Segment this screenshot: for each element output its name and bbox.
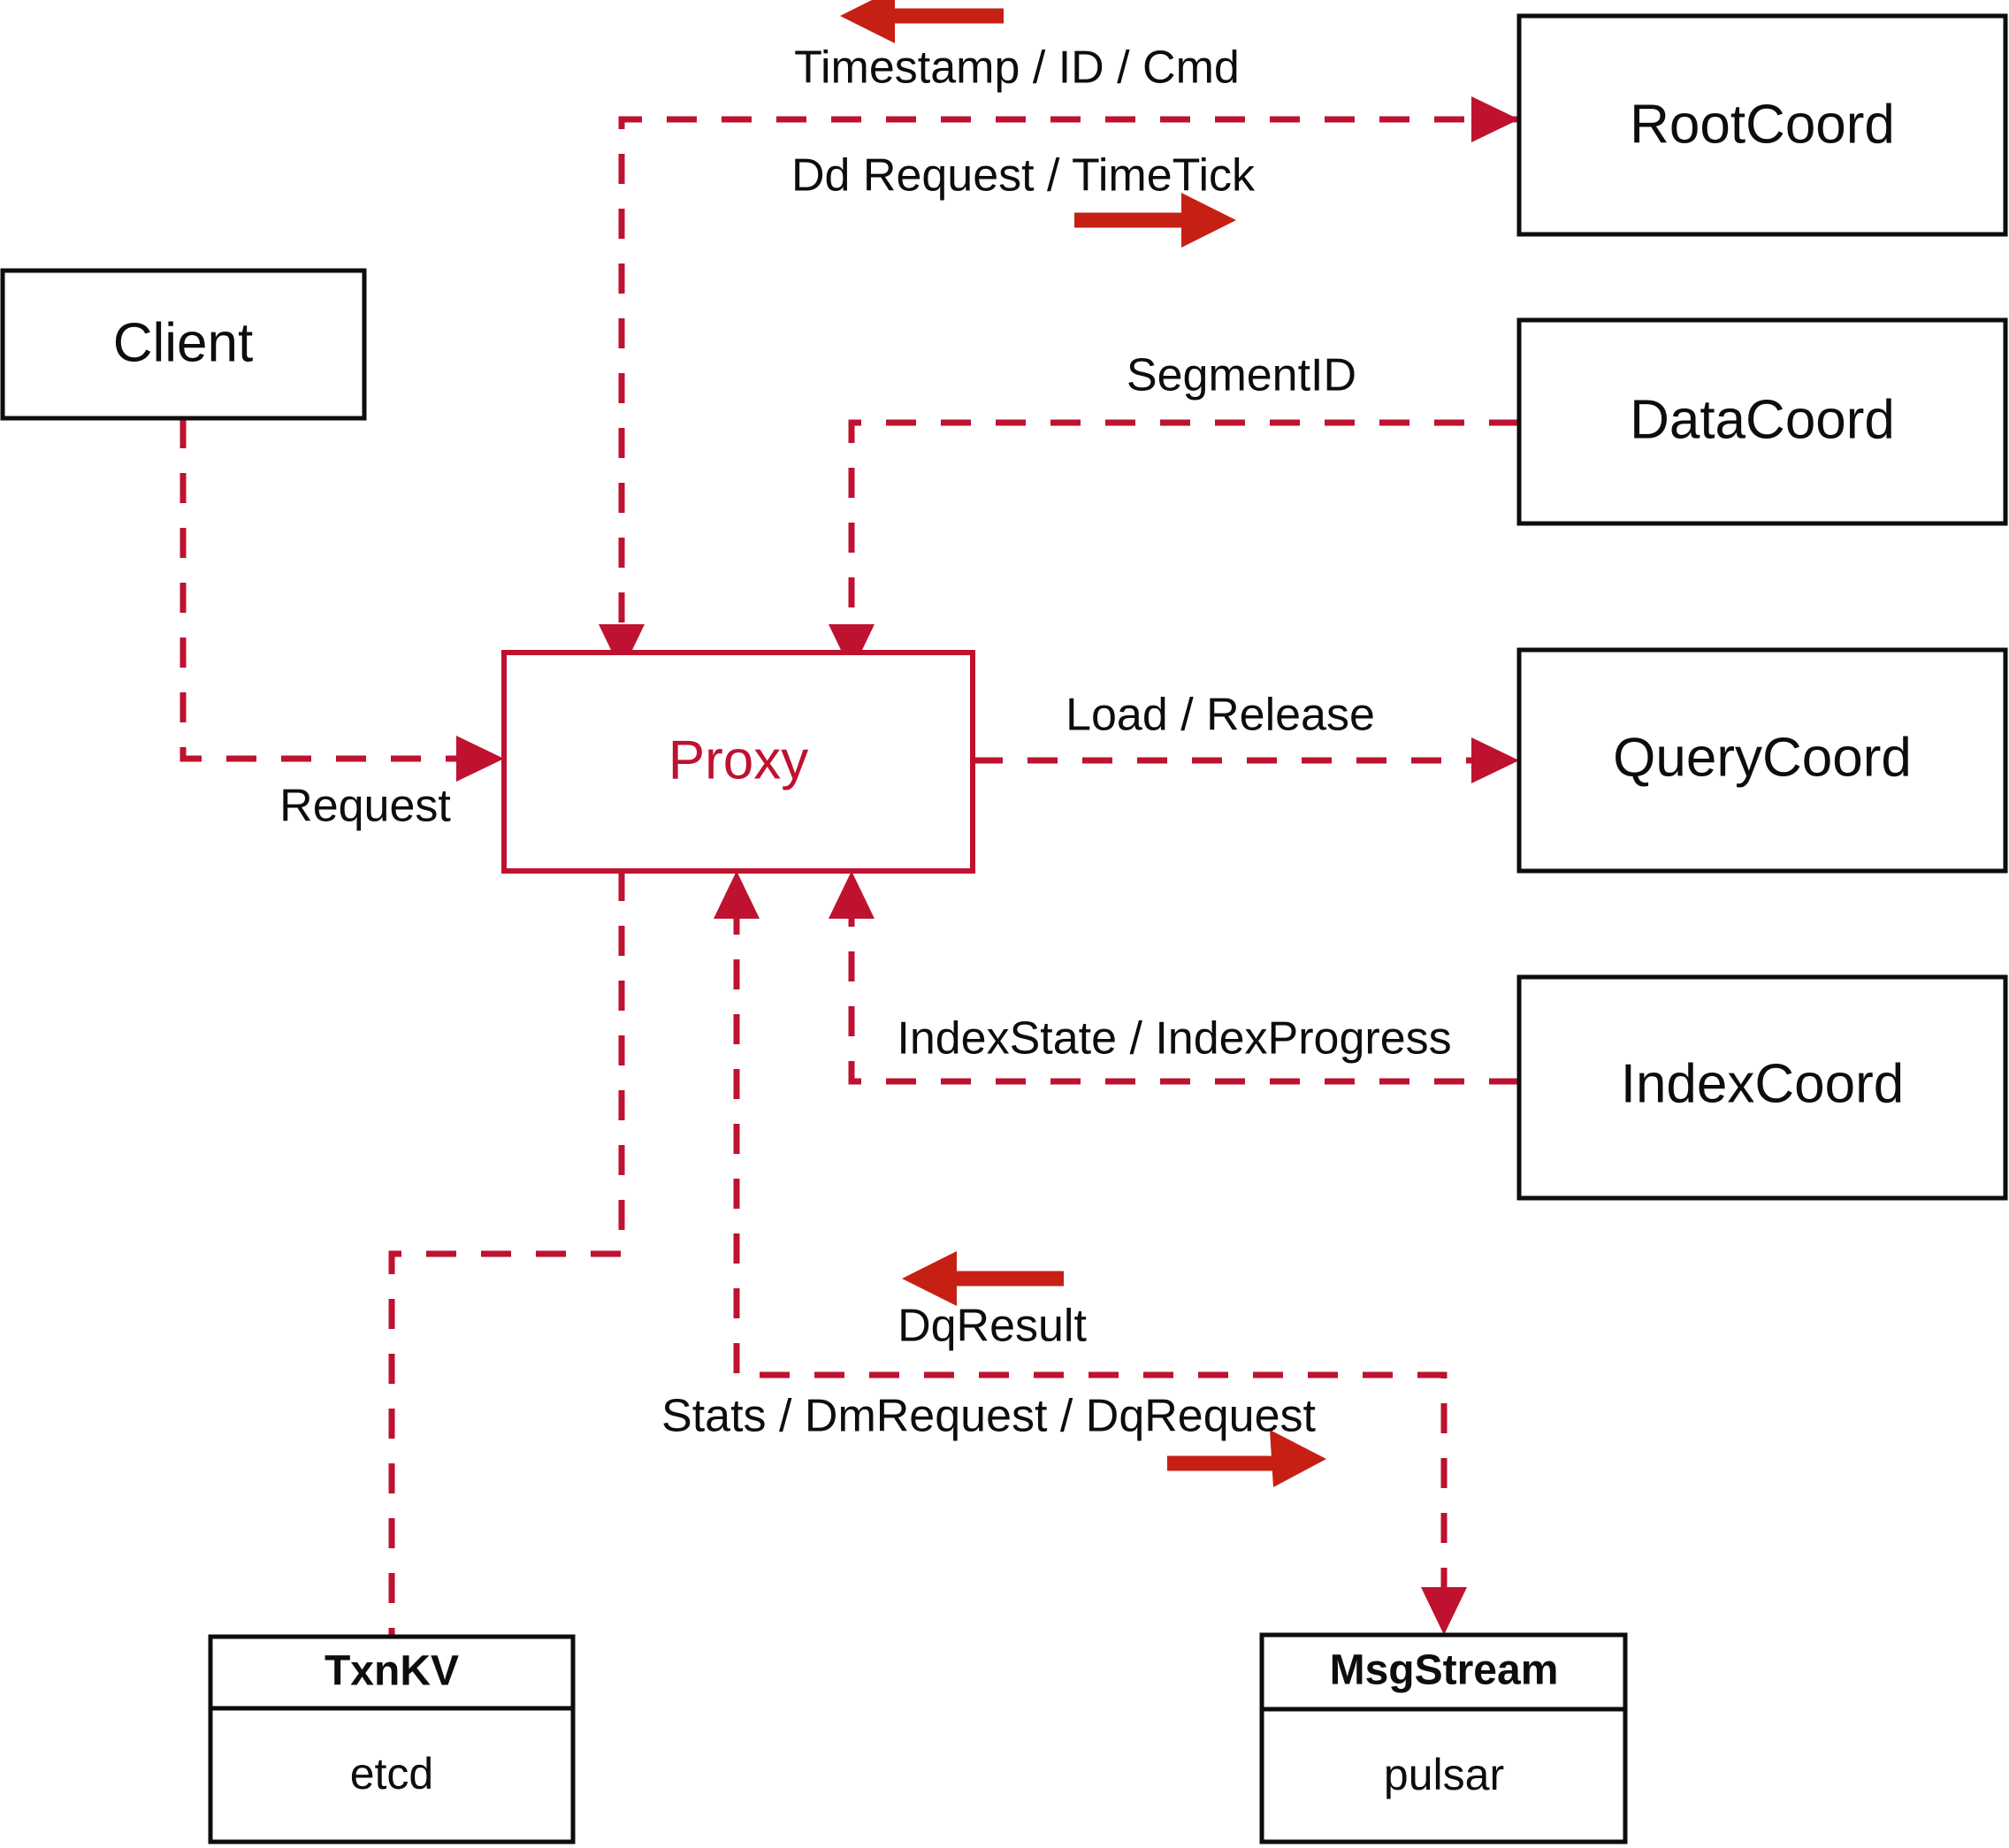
node-querycoord-label: QueryCoord bbox=[1613, 727, 1912, 788]
flow-head-client-to-proxy bbox=[456, 736, 504, 782]
edge-label-dd-request-timetick: Dd Request / TimeTick bbox=[791, 150, 1256, 202]
node-msgstream-body: pulsar bbox=[1384, 1750, 1504, 1799]
flow-head-proxy-to-querycoord bbox=[1471, 737, 1519, 783]
node-indexcoord-label: IndexCoord bbox=[1621, 1053, 1905, 1114]
direction-arrow-dqresult-left bbox=[902, 1251, 1064, 1306]
flow-head-msgstream-to-proxy bbox=[714, 871, 760, 919]
node-txnkv-body: etcd bbox=[350, 1749, 434, 1798]
node-querycoord[interactable]: QueryCoord bbox=[1516, 647, 2008, 874]
direction-arrow-timestamp-left bbox=[840, 0, 1004, 43]
flow-indexcoord-to-proxy bbox=[848, 905, 1519, 1085]
edge-label-stats-dm-dq-request: Stats / DmRequest / DqRequest bbox=[661, 1391, 1316, 1442]
node-indexcoord[interactable]: IndexCoord bbox=[1516, 974, 2008, 1201]
flow-proxy-to-txnkv bbox=[388, 871, 625, 1637]
node-msgstream-header: MsgStream bbox=[1330, 1647, 1559, 1694]
flow-head-proxy-to-rootcoord bbox=[1471, 96, 1519, 142]
direction-arrow-ddrequest-right bbox=[1074, 193, 1236, 248]
flow-head-datacoord-to-proxy bbox=[829, 624, 875, 672]
flow-rootcoord-to-proxy bbox=[618, 116, 1519, 638]
node-datacoord[interactable]: DataCoord bbox=[1516, 317, 2008, 526]
node-proxy[interactable]: Proxy bbox=[501, 650, 975, 874]
node-rootcoord[interactable]: RootCoord bbox=[1516, 13, 2008, 237]
node-msgstream[interactable]: MsgStream pulsar bbox=[1259, 1632, 1628, 1844]
node-proxy-label: Proxy bbox=[668, 729, 808, 790]
flow-head-proxy-to-msgstream bbox=[1421, 1587, 1467, 1635]
flow-client-to-proxy bbox=[180, 418, 470, 762]
flow-datacoord-to-proxy bbox=[848, 419, 1519, 638]
direction-arrow-stats-right bbox=[1167, 1430, 1326, 1487]
node-txnkv-header: TxnKV bbox=[325, 1648, 459, 1695]
node-client[interactable]: Client bbox=[0, 268, 367, 421]
edge-label-segment-id: SegmentID bbox=[1127, 350, 1356, 401]
flow-proxy-msgstream bbox=[733, 905, 1448, 1602]
edge-label-timestamp-id-cmd: Timestamp / ID / Cmd bbox=[794, 42, 1240, 94]
flow-head-rootcoord-to-proxy bbox=[599, 624, 645, 672]
node-rootcoord-label: RootCoord bbox=[1630, 94, 1895, 155]
edge-label-dq-result: DqResult bbox=[898, 1301, 1087, 1352]
edge-label-index-state-progress: IndexState / IndexProgress bbox=[897, 1013, 1451, 1065]
flow-head-indexcoord-to-proxy bbox=[829, 871, 875, 919]
node-datacoord-label: DataCoord bbox=[1630, 389, 1895, 450]
node-client-label: Client bbox=[113, 312, 254, 373]
edge-label-request: Request bbox=[279, 781, 451, 832]
edge-label-load-release: Load / Release bbox=[1066, 690, 1375, 741]
node-txnkv[interactable]: TxnKV etcd bbox=[208, 1634, 576, 1844]
